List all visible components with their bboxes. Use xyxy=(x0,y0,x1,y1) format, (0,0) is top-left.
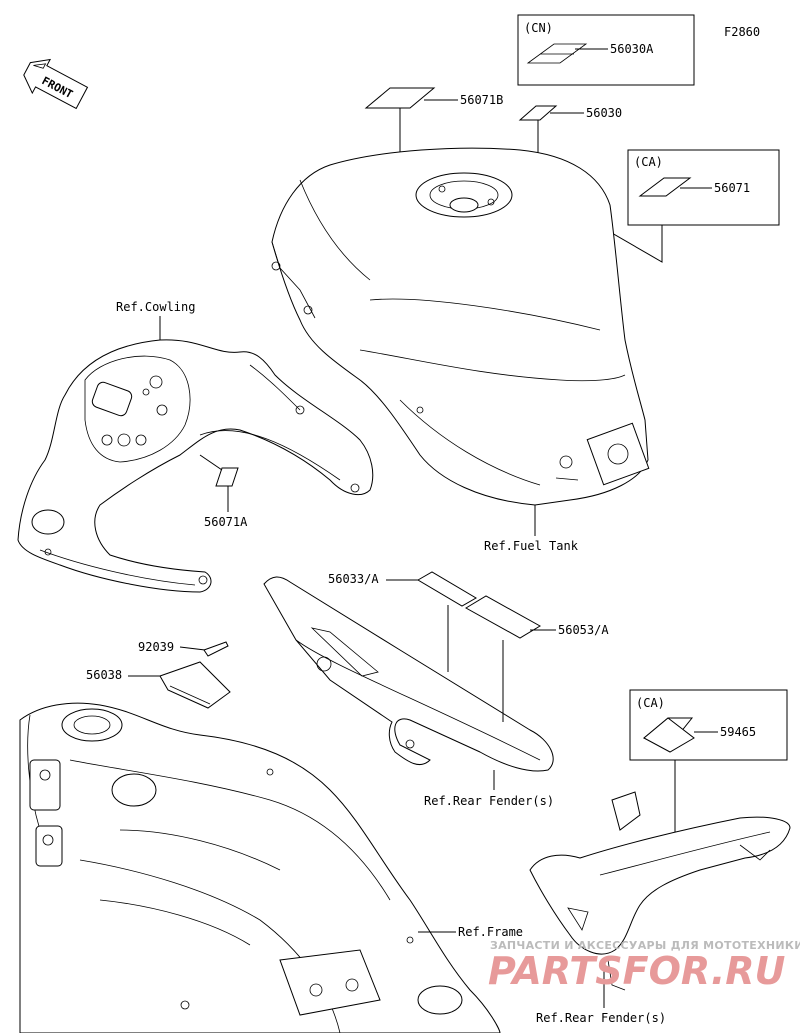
watermark-line1: ЗАПЧАСТИ И АКСЕССУАРЫ ДЛЯ МОТОТЕХНИКИ xyxy=(490,939,800,952)
part-56071-label[interactable]: 56071 xyxy=(714,181,750,195)
part-56053A-label[interactable]: 56053/A xyxy=(558,623,609,637)
part-56030A-label[interactable]: 56030A xyxy=(610,42,654,56)
ca-bottom-region-label: (CA) xyxy=(636,696,665,710)
sticker-56053A xyxy=(465,595,541,639)
ca-top-region-label: (CA) xyxy=(634,155,663,169)
front-arrow-icon: FRONT xyxy=(23,58,89,110)
part-56071A-label[interactable]: 56071A xyxy=(204,515,248,529)
cn-region-label: (CN) xyxy=(524,21,553,35)
part-56030-label[interactable]: 56030 xyxy=(586,106,622,120)
label-56030A-sticker xyxy=(526,43,588,64)
cowling-drawing: Ref.Cowling 56071A xyxy=(17,300,374,593)
sticker-56033A xyxy=(417,571,477,607)
ref-cowling-label[interactable]: Ref.Cowling xyxy=(116,300,195,314)
part-92039-label[interactable]: 92039 xyxy=(138,640,174,654)
rear-fender-drawing: Ref.Rear Fender(s) xyxy=(529,791,791,1025)
part-56038-label[interactable]: 56038 xyxy=(86,668,122,682)
cn-box: (CN) 56030A xyxy=(517,14,695,86)
sticker-56071B: 56071B xyxy=(364,87,503,205)
figure-code: F2860 xyxy=(724,25,760,39)
label-56071-sticker xyxy=(638,177,692,197)
ref-fuel-tank-label[interactable]: Ref.Fuel Tank xyxy=(484,539,579,553)
band-56038-icon xyxy=(159,661,231,709)
band-parts: 92039 56038 xyxy=(86,640,231,709)
ref-rear-fender-1-label[interactable]: Ref.Rear Fender(s) xyxy=(424,794,554,808)
chain-guard-drawing: 56033/A 56053/A Ref.Rear Fender(s) xyxy=(263,571,609,808)
part-56033A-label[interactable]: 56033/A xyxy=(328,572,379,586)
ref-rear-fender-2-label[interactable]: Ref.Rear Fender(s) xyxy=(536,1011,666,1025)
watermark: ЗАПЧАСТИ И АКСЕССУАРЫ ДЛЯ МОТОТЕХНИКИ PA… xyxy=(488,939,800,993)
clip-92039-icon xyxy=(203,641,229,657)
sticker-56071A xyxy=(215,467,239,487)
ca-bottom-box: (CA) 59465 xyxy=(629,689,788,840)
part-59465-label[interactable]: 59465 xyxy=(720,725,756,739)
fuel-tank-drawing: Ref.Fuel Tank xyxy=(271,147,650,553)
watermark-logo: PARTSFOR.RU xyxy=(488,949,786,993)
ref-frame-label[interactable]: Ref.Frame xyxy=(458,925,523,939)
part-56071B-label[interactable]: 56071B xyxy=(460,93,503,107)
frame-drawing: Ref.Frame xyxy=(19,702,523,1033)
ca-top-box: (CA) 56071 xyxy=(571,149,780,305)
